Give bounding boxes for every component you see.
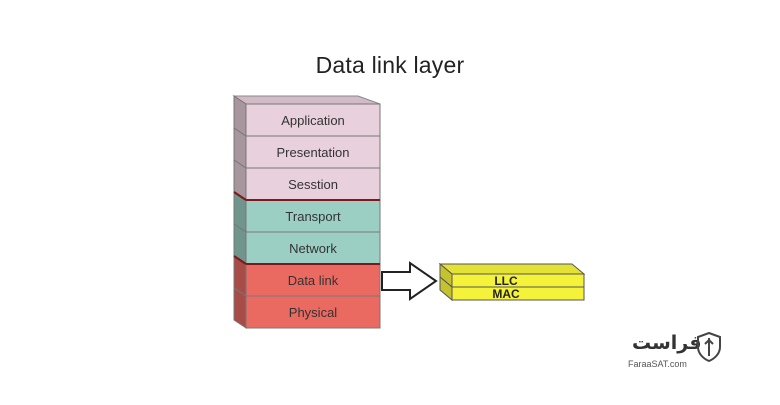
layer-label: Data link bbox=[288, 273, 339, 288]
arrow-shape bbox=[381, 261, 438, 301]
layer-physical: Physical bbox=[233, 287, 381, 329]
sublayer-label: MAC bbox=[492, 287, 520, 301]
layer-front-face bbox=[245, 295, 381, 329]
layer-label: Network bbox=[289, 241, 337, 256]
diagram-title: Data link layer bbox=[315, 52, 465, 78]
layer-label: Transport bbox=[285, 209, 341, 224]
layer-network: Network bbox=[233, 223, 381, 265]
sublayer-llc: LLC bbox=[439, 262, 585, 289]
shield-icon bbox=[697, 332, 721, 362]
sublayer-front-face bbox=[451, 286, 585, 301]
layer-front-face bbox=[245, 199, 381, 233]
sublayer-front-face bbox=[451, 273, 585, 288]
arrow bbox=[381, 261, 438, 301]
layer-label: Application bbox=[281, 113, 345, 128]
layer-sesstion: Sesstion bbox=[233, 159, 381, 201]
logo-text-en: FaraaSAT.com bbox=[628, 359, 687, 369]
layer-label: Sesstion bbox=[288, 177, 338, 192]
sublayer-top-face bbox=[438, 263, 586, 275]
layer-label: Physical bbox=[289, 305, 338, 320]
layer-data-link: Data link bbox=[233, 255, 381, 297]
layer-front-face bbox=[245, 231, 381, 265]
site-logo: فراست FaraaSAT.com bbox=[626, 330, 736, 375]
layer-front-face bbox=[245, 263, 381, 297]
layer-label: Presentation bbox=[277, 145, 350, 160]
osi-layer-stack: ApplicationPresentationSesstionTransport… bbox=[232, 95, 381, 329]
layer-front-face bbox=[245, 167, 381, 201]
group-separator bbox=[233, 191, 247, 201]
sublayer-label: LLC bbox=[494, 274, 518, 288]
group-separator bbox=[233, 255, 247, 265]
sublayer-mac: MAC bbox=[439, 275, 585, 302]
layer-presentation: Presentation bbox=[233, 127, 381, 169]
stack-top-face bbox=[232, 95, 381, 105]
layer-front-face bbox=[245, 135, 381, 169]
layer-transport: Transport bbox=[233, 191, 381, 233]
logo-text-fa: فراست bbox=[632, 332, 702, 354]
